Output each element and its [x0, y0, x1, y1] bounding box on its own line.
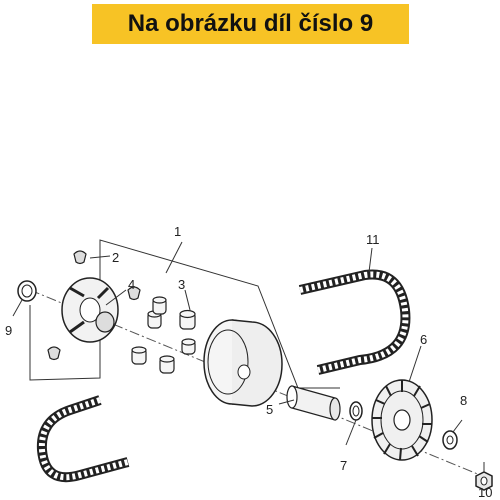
belt-lower-left: [36, 395, 130, 483]
callout-3: 3: [178, 277, 185, 292]
movable-pulley-part-1: [203, 319, 283, 407]
header-title: Na obrázku díl číslo 9: [127, 10, 374, 37]
washer-part-7: [349, 401, 363, 421]
fan-pulley-part-6: [371, 379, 433, 461]
callout-4: 4: [128, 277, 135, 292]
callout-8: 8: [460, 393, 467, 408]
washer-part-8: [442, 430, 458, 450]
washer-part-9: [17, 280, 37, 302]
ramp-plate-part-4: [61, 277, 119, 343]
callout-1: 1: [174, 224, 181, 239]
callout-5: 5: [266, 402, 273, 417]
slider-part-2: [47, 250, 141, 361]
callout-6: 6: [420, 332, 427, 347]
rollers-part-3: [131, 296, 196, 374]
nut-part-10: [475, 471, 493, 491]
header-banner: Na obrázku díl číslo 9: [92, 4, 409, 44]
callout-7: 7: [340, 458, 347, 473]
sleeve-part-5: [286, 385, 341, 421]
callout-10: 10: [478, 485, 492, 500]
callout-11: 11: [366, 232, 380, 247]
belt-part-11: [298, 269, 411, 375]
callout-9: 9: [5, 323, 12, 338]
callout-2: 2: [112, 250, 119, 265]
leader-lines: [12, 241, 485, 472]
